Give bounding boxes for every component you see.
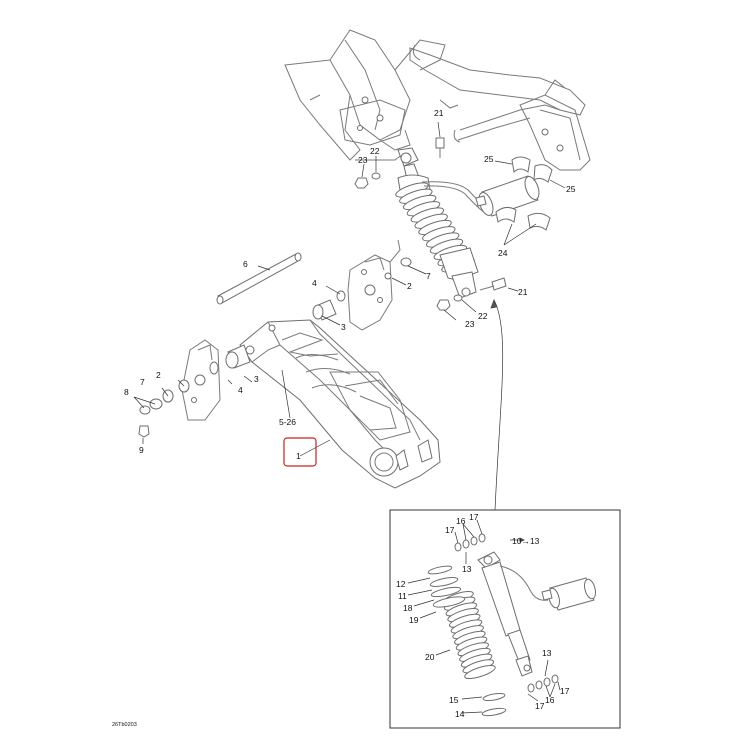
inset-label-13: 13	[542, 648, 552, 658]
inset-label-17: 17	[445, 525, 455, 535]
swing-arm	[239, 319, 441, 489]
label-8: 8	[124, 387, 129, 397]
label-22: 22	[478, 311, 488, 321]
frame-structure	[284, 29, 446, 161]
label-21: 21	[518, 287, 528, 297]
label-1: 1	[296, 451, 301, 461]
shock-reservoir	[475, 175, 540, 217]
inset-label-17: 17	[535, 701, 545, 711]
spring-seat-ring	[429, 577, 459, 587]
inset-label-17: 17	[560, 686, 570, 696]
label-6: 6	[243, 259, 248, 269]
inset-label-15: 15	[449, 695, 459, 705]
rear-frame	[409, 44, 591, 171]
bushing-3-upper	[312, 290, 346, 321]
inset-label-11: 11	[398, 591, 407, 601]
label-7: 7	[140, 377, 145, 387]
inset-label-12: 12	[396, 579, 406, 589]
label-3: 3	[254, 374, 259, 384]
callout-labels: 21 22 23 25 25 24 21 22 23 6 7 2 4 3 2 7…	[124, 108, 576, 461]
pivot-shaft-6	[216, 252, 302, 305]
label-23: 23	[465, 319, 475, 329]
label-7: 7	[426, 271, 431, 281]
inset-label-17: 17	[469, 512, 479, 522]
inset-detail: 17 16 17 13 10→13 12 11 18 19 20 15 14 1…	[389, 509, 621, 729]
spring-seat-ring	[430, 586, 462, 598]
bolt-21-bottom	[479, 277, 507, 291]
spring-seat-ring	[427, 565, 453, 575]
label-3: 3	[341, 322, 346, 332]
inset-label-18: 18	[403, 603, 413, 613]
spring-coil	[464, 664, 496, 680]
label-9: 9	[139, 445, 144, 455]
upper-bracket	[347, 239, 412, 331]
label-23: 23	[358, 155, 368, 165]
rear-shock-absorber	[395, 147, 489, 299]
label-24: 24	[498, 248, 508, 258]
label-25: 25	[566, 184, 576, 194]
highlight-box	[283, 437, 317, 467]
bolt-21-top	[435, 137, 445, 158]
callout-leaders	[133, 121, 566, 511]
diagram-code: 26Tb0203	[112, 722, 137, 728]
clamp-24	[495, 206, 551, 231]
label-2: 2	[407, 281, 412, 291]
inset-label-20: 20	[425, 652, 435, 662]
nut-22-23-top	[354, 172, 381, 189]
inset-label-16: 16	[545, 695, 555, 705]
label-25: 25	[484, 154, 494, 164]
label-22: 22	[370, 146, 380, 156]
inset-label-13: 13	[462, 564, 472, 574]
label-4: 4	[238, 385, 243, 395]
inset-label-10-13: 10→13	[512, 536, 540, 546]
label-21: 21	[434, 108, 444, 118]
left-bracket	[181, 339, 221, 421]
bushing-3-lower	[209, 344, 251, 375]
clamp-25	[511, 156, 553, 183]
nut-22-23-bottom	[436, 294, 463, 311]
inset-label-16: 16	[456, 516, 466, 526]
label-2: 2	[156, 370, 161, 380]
label-5-26: 5-26	[279, 417, 296, 427]
spring-seat-ring	[432, 596, 466, 608]
left-hardware	[138, 379, 190, 438]
inset-label-19: 19	[409, 615, 419, 625]
label-4: 4	[312, 278, 317, 288]
inset-label-14: 14	[455, 709, 465, 719]
